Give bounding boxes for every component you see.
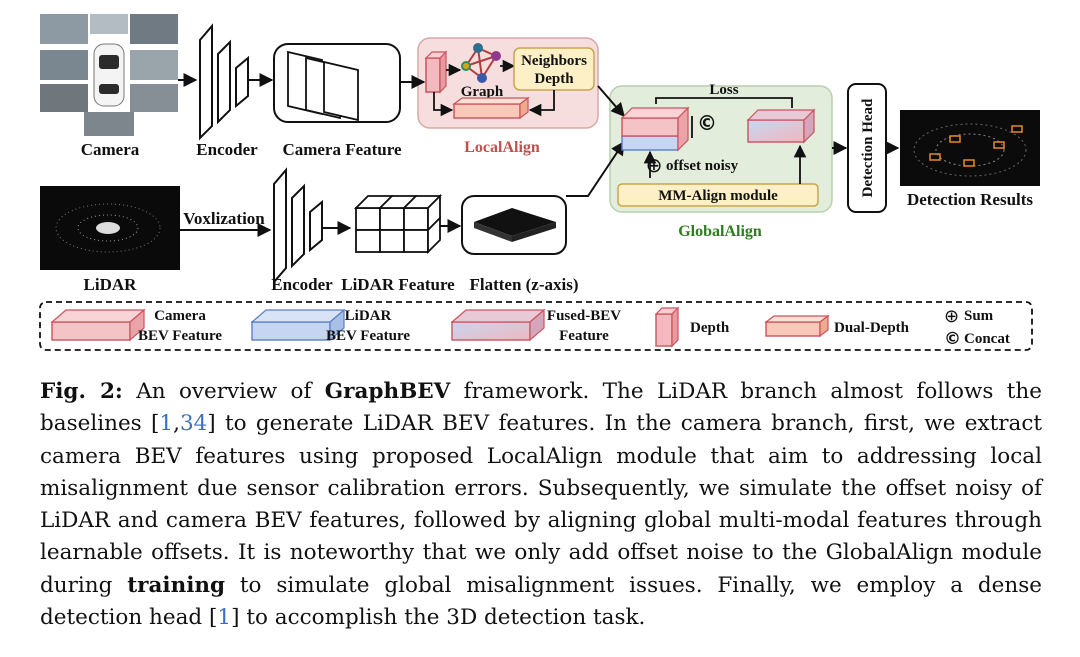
graph-icon: [461, 43, 501, 83]
citation-link-1[interactable]: 1: [159, 411, 174, 437]
legend-fused-bev-label-2: Feature: [559, 328, 609, 344]
legend-lidar-bev-swatch: [250, 308, 346, 342]
localalign-label: LocalAlign: [464, 139, 540, 156]
caption-ref-open-2: [: [209, 605, 218, 631]
concat-icon: ©: [697, 111, 717, 135]
sum-icon: ⊕: [646, 153, 663, 177]
graphbev-overview-diagram: Camera Encoder Camera Feature: [39, 14, 1040, 351]
neighbors-label: Neighbors: [521, 53, 587, 69]
legend-depth-label: Depth: [690, 320, 730, 336]
legend-camera-bev-swatch: [50, 308, 146, 342]
flatten-label: Flatten (z-axis): [469, 275, 578, 294]
globalalign-label: GlobalAlign: [678, 223, 762, 240]
caption-training-word: training: [127, 572, 226, 598]
camera-surround-images: [40, 14, 178, 136]
caption-fig-label: Fig. 2:: [40, 379, 123, 404]
camera-label: Camera: [81, 140, 140, 159]
legend-box: [39, 301, 1033, 351]
lidar-feature-cube: [353, 193, 443, 255]
legend-concat-icon: ©: [944, 329, 961, 349]
caption-text-1: An overview of: [122, 379, 325, 404]
mm-align-box: [617, 183, 819, 207]
camera-feature-label: Camera Feature: [282, 140, 402, 159]
caption-ref-open: [: [151, 411, 160, 437]
depth-label: Depth: [534, 71, 574, 87]
camera-encoder-block: [199, 23, 262, 141]
legend-lidar-bev-label-2: BEV Feature: [326, 328, 410, 344]
encoder-top-label: Encoder: [196, 140, 258, 159]
legend-dual-depth-swatch: [764, 314, 830, 338]
caption-text-5: to accomplish the 3D detection task.: [239, 605, 646, 631]
depth-cube-local: [424, 50, 448, 94]
legend-lidar-bev-label-1: LiDAR: [345, 308, 392, 324]
detection-head-label: Detection Head: [860, 98, 876, 197]
caption-text-3: to generate LiDAR BEV features. In the c…: [40, 411, 1043, 598]
legend-camera-bev-label-2: BEV Feature: [138, 328, 222, 344]
detection-results-label: Detection Results: [907, 190, 1033, 209]
voxlization-label: Voxlization: [183, 209, 265, 228]
figure-caption: Fig. 2: An overview of GraphBEV framewor…: [40, 376, 1042, 634]
legend-sum-icon: ⊕: [944, 306, 959, 327]
caption-ref-close-2: ]: [231, 605, 240, 631]
citation-link-34[interactable]: 34: [179, 411, 208, 437]
loss-label: Loss: [709, 82, 738, 98]
lidar-label: LiDAR: [84, 275, 138, 294]
offset-noisy-label: offset noisy: [666, 158, 739, 174]
fused-output-block: [746, 108, 816, 144]
caption-text-2: framework. The LiDAR branch almost follo…: [40, 379, 1043, 437]
lidar-feature-label: LiDAR Feature: [341, 275, 455, 294]
caption-text-4: to simulate global misalignment issues. …: [40, 572, 1042, 631]
legend-concat-label: Concat: [964, 331, 1010, 347]
encoder-bottom-label: Encoder: [271, 275, 333, 294]
flatten-plane-icon: [474, 208, 556, 236]
citation-link-1b[interactable]: 1: [217, 605, 232, 631]
caption-ref-close: ]: [207, 411, 216, 437]
dual-depth-block-local: [452, 96, 530, 120]
lidar-image: [40, 186, 180, 270]
lidar-encoder-block: [273, 167, 323, 285]
caption-ref-sep: ,: [173, 411, 180, 437]
detection-results-image: [900, 110, 1040, 186]
fused-input-stack: [620, 106, 690, 152]
legend-depth-swatch: [654, 306, 680, 348]
legend-camera-bev-label-1: Camera: [154, 308, 206, 324]
legend-fused-bev-swatch: [450, 308, 546, 342]
graph-label: Graph: [461, 84, 504, 100]
mm-align-label: MM-Align module: [658, 188, 778, 204]
legend-dual-depth-label: Dual-Depth: [834, 320, 910, 336]
legend-sum-label: Sum: [964, 308, 994, 324]
caption-framework-name: GraphBEV: [324, 379, 451, 404]
legend-fused-bev-label-1: Fused-BEV: [547, 308, 621, 324]
